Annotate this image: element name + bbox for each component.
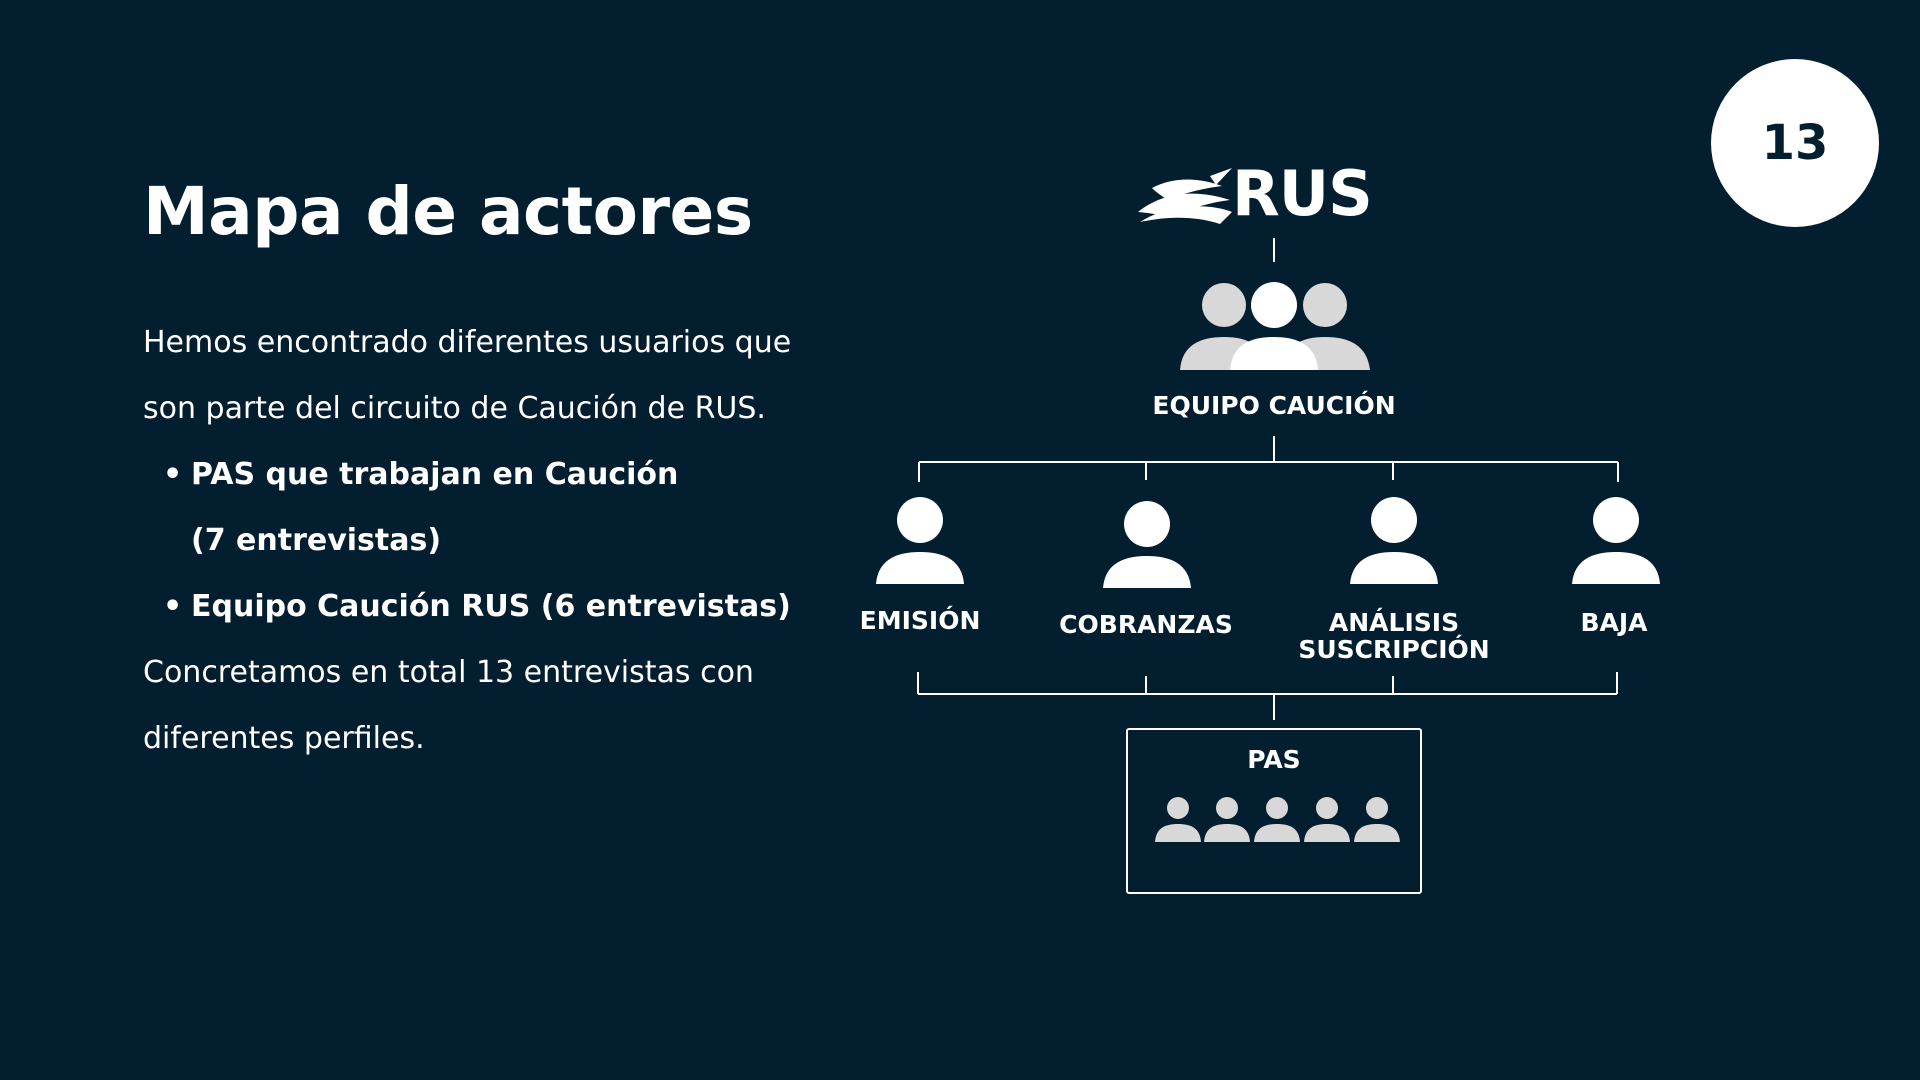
pas-person-icon: [1204, 797, 1250, 842]
bullet-line: Equipo Caución RUS (6 entrevistas): [191, 589, 791, 624]
bullet-list: • PAS que trabajan en Caución (7 entrevi…: [143, 442, 863, 640]
team-group-icon: [1180, 282, 1370, 370]
role-person-icons: [876, 497, 1660, 588]
bullet-item-equipo: • Equipo Caución RUS (6 entrevistas): [163, 574, 863, 640]
intro-line-1: Hemos encontrado diferentes usuarios que: [143, 325, 792, 360]
role-label-cobranzas: COBRANZAS: [1059, 610, 1233, 639]
person-icon-cobranzas: [1103, 501, 1191, 588]
pas-person-icon: [1254, 797, 1300, 842]
rus-logo-text: RUS: [1232, 157, 1373, 230]
lower-bracket: [917, 672, 1618, 720]
intro-line-2: son parte del circuito de Caución de RUS…: [143, 391, 766, 426]
role-label-line: ANÁLISIS: [1328, 608, 1460, 637]
role-label-analisis: ANÁLISIS SUSCRIPCIÓN: [1298, 609, 1489, 663]
role-label-line: SUSCRIPCIÓN: [1298, 635, 1490, 664]
role-label-baja: BAJA: [1580, 608, 1648, 637]
pas-people-icons: [1155, 797, 1400, 842]
upper-bracket: [918, 436, 1619, 482]
role-label-emision: EMISIÓN: [859, 606, 981, 635]
team-label: EQUIPO CAUCIÓN: [1152, 391, 1396, 420]
page-number: 13: [1761, 115, 1829, 171]
bullet-item-pas: • PAS que trabajan en Caución (7 entrevi…: [163, 442, 863, 574]
pas-person-icon: [1304, 797, 1350, 842]
pas-label: PAS: [1247, 745, 1301, 774]
person-icon-baja: [1572, 497, 1660, 584]
closing-line-2: diferentes perfiles.: [143, 721, 425, 756]
slide-body: Hemos encontrado diferentes usuarios que…: [143, 310, 863, 772]
person-icon-emision: [876, 497, 964, 584]
pas-box: [1126, 728, 1422, 894]
pas-person-icon: [1354, 797, 1400, 842]
bullet-dot-icon: •: [163, 589, 183, 624]
page-number-badge: 13: [1711, 59, 1879, 227]
closing-line-1: Concretamos en total 13 entrevistas con: [143, 655, 754, 690]
slide-title: Mapa de actores: [143, 173, 753, 250]
bullet-dot-icon: •: [163, 457, 183, 492]
pas-person-icon: [1155, 797, 1201, 842]
bullet-line: (7 entrevistas): [191, 523, 442, 558]
bullet-line: PAS que trabajan en Caución: [191, 457, 679, 492]
person-icon-analisis: [1350, 497, 1438, 584]
rus-logo-icon: [1138, 168, 1232, 224]
